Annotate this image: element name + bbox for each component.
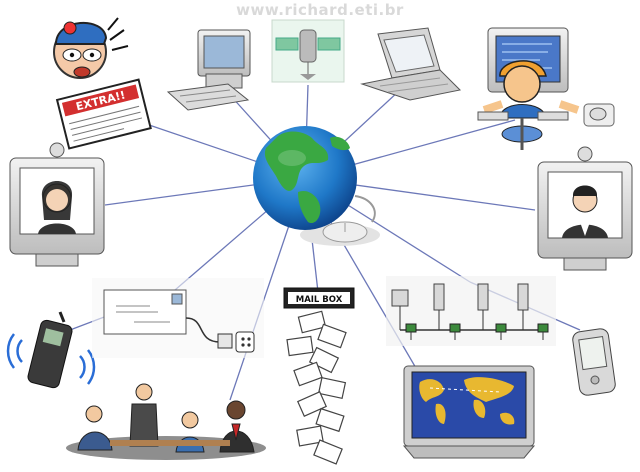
mailbox-icon: MAIL BOX (283, 287, 355, 465)
newspaper-reader-icon: EXTRA!! (53, 17, 152, 150)
network-icon (386, 276, 556, 346)
satellite-icon (271, 19, 345, 83)
desktop-computer-icon (166, 29, 251, 111)
watermark: www.richard.eti.br (236, 1, 404, 19)
pda-icon (572, 328, 616, 396)
mouse-icon (322, 195, 376, 243)
mailbox-label: MAIL BOX (296, 295, 343, 305)
world-map-icon (402, 365, 536, 459)
video-monitor-icon (537, 146, 633, 271)
cell-phone-icon (6, 311, 96, 389)
envelope-icon (92, 278, 264, 358)
meeting-icon (66, 383, 266, 460)
video-monitor-icon (9, 142, 105, 267)
laptop-icon (360, 27, 462, 101)
computer-user-icon (477, 27, 615, 150)
